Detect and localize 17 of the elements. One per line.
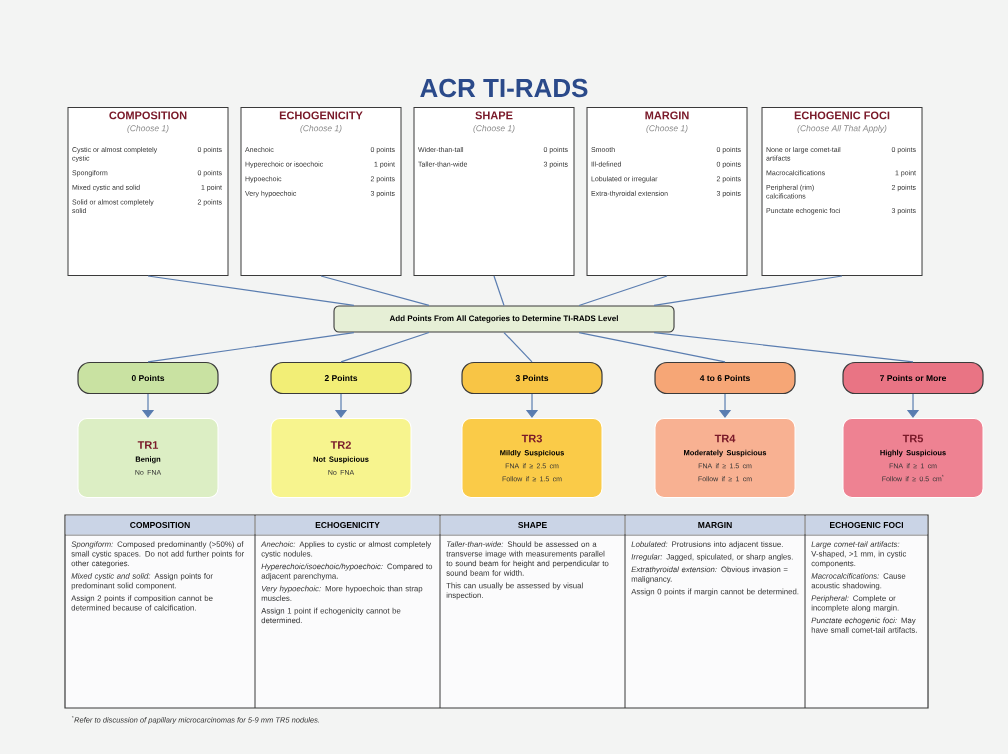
points-pill: 4 to 6 Points bbox=[654, 361, 796, 395]
connector-band bbox=[147, 275, 355, 307]
points-pill: 0 Points bbox=[77, 361, 219, 395]
points-pill: 7 Points or More bbox=[842, 361, 984, 395]
summary-box: Add Points From All Categories to Determine TI-RADS Level bbox=[333, 305, 675, 333]
points-pill: 2 Points bbox=[270, 361, 412, 395]
connector-band bbox=[147, 331, 355, 363]
connector-band bbox=[578, 331, 726, 363]
connector-band bbox=[340, 331, 430, 363]
points-pill: 3 Points bbox=[461, 361, 603, 395]
connector-band bbox=[578, 275, 668, 307]
connector-band bbox=[653, 331, 914, 363]
connector-band bbox=[493, 275, 505, 307]
connector-band bbox=[320, 275, 430, 307]
connector-band bbox=[503, 331, 533, 363]
title: ACR TI-RADS bbox=[420, 78, 588, 98]
connector-band bbox=[653, 275, 843, 307]
